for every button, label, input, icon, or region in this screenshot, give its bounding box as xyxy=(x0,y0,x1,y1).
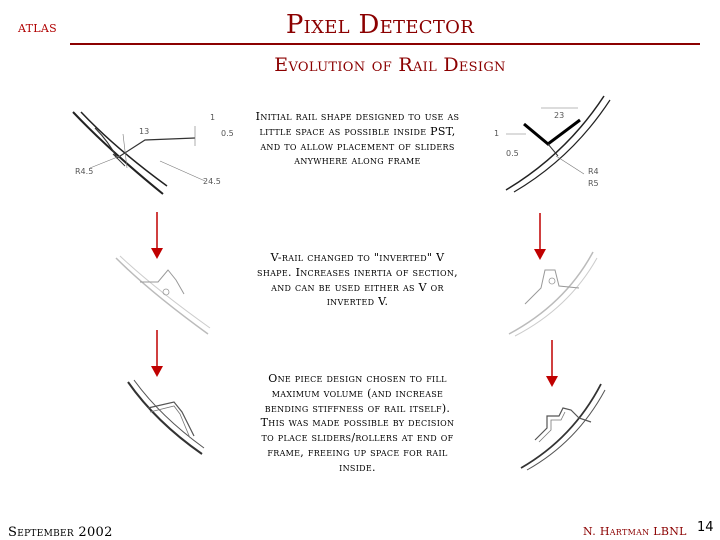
dim-label: R4.5 xyxy=(75,167,93,176)
footer-date: September 2002 xyxy=(8,525,113,540)
down-arrow-icon xyxy=(151,330,163,377)
header-rule xyxy=(70,43,700,45)
one-piece-drawing-right xyxy=(520,383,606,471)
caption-one-piece: One piece design chosen to fill maximum … xyxy=(260,372,455,474)
dim-label: 1 xyxy=(210,113,215,122)
dim-label: R5 xyxy=(588,179,599,188)
caption-initial-rail: Initial rail shape designed to use as li… xyxy=(255,110,460,168)
one-piece-drawing-left xyxy=(127,379,205,455)
footer-author: N. Hartman LBNL xyxy=(583,525,687,538)
dim-label: R4 xyxy=(588,167,599,176)
v-rail-drawing-right xyxy=(508,251,598,337)
page-title: Pixel Detector xyxy=(285,10,475,40)
dim-label: 13 xyxy=(139,127,149,136)
atlas-logo: atlas xyxy=(18,18,57,36)
v-rail-drawing-left xyxy=(115,255,211,335)
page-number: 14 xyxy=(697,520,714,535)
down-arrow-icon xyxy=(151,212,163,259)
page-subtitle: Evolution of Rail Design xyxy=(274,54,506,76)
caption-v-rail: V-rail changed to "inverted" V shape. In… xyxy=(257,251,458,309)
down-arrow-icon xyxy=(546,340,558,387)
initial-rail-drawing-right: 23 1 0.5 R4 R5 xyxy=(494,95,611,193)
dim-label: 0.5 xyxy=(506,149,519,158)
dim-label: 1 xyxy=(494,129,499,138)
initial-rail-drawing-left: 13 0.5 R4.5 24.5 1 xyxy=(72,111,234,195)
dim-label: 24.5 xyxy=(203,177,221,186)
dim-label: 23 xyxy=(554,111,564,120)
dim-label: 0.5 xyxy=(221,129,234,138)
down-arrow-icon xyxy=(534,213,546,260)
